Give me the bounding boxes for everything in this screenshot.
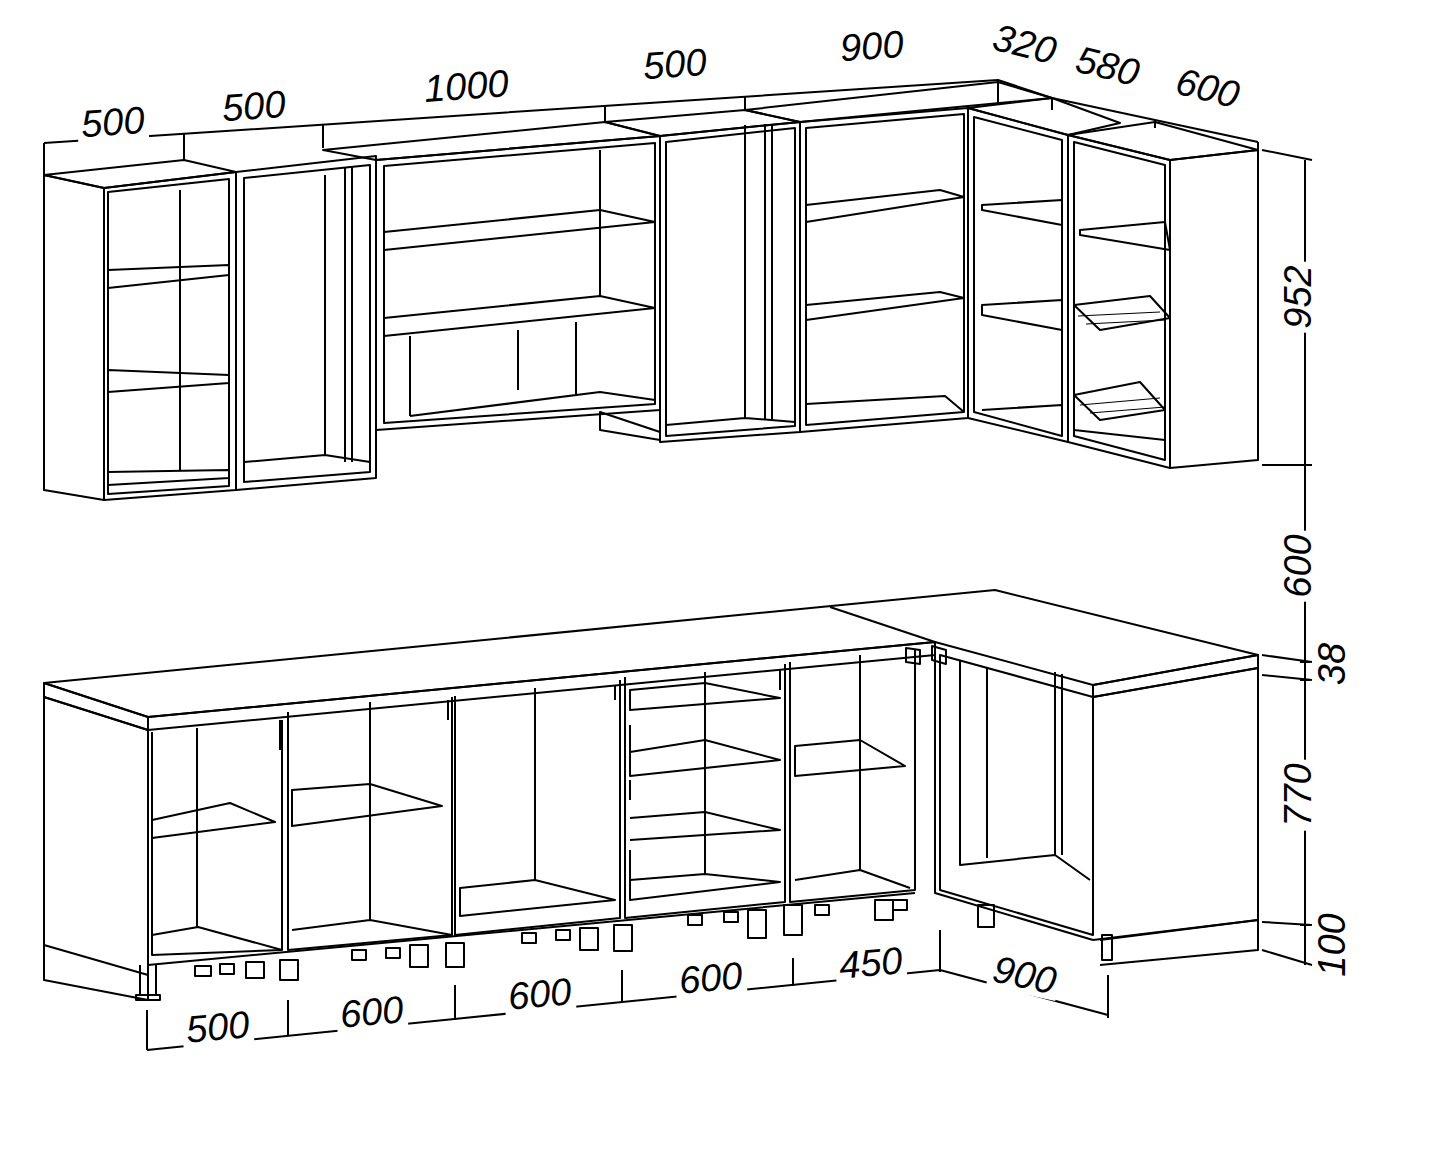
dimension-lines [44, 80, 1312, 1050]
upper-cabinets [44, 82, 1258, 500]
dimension-label: 500 [638, 43, 712, 86]
dimension-label: 500 [217, 85, 291, 128]
dimension-label: 500 [181, 1005, 255, 1049]
dimension-label: 320 [986, 17, 1064, 71]
dimension-label: 38 [1313, 639, 1351, 689]
dimension-label: 1000 [419, 64, 514, 108]
dimension-label: 450 [834, 941, 908, 985]
dimension-label: 600 [1169, 61, 1247, 115]
dimension-label: 900 [986, 949, 1064, 1001]
dimension-label: 580 [1069, 39, 1147, 93]
dimension-label: 600 [335, 990, 409, 1034]
dimension-label: 600 [1279, 530, 1317, 601]
base-cabinets [44, 590, 1258, 1000]
dimension-label: 100 [1313, 909, 1351, 980]
dimension-label: 500 [76, 101, 150, 144]
dimension-label: 952 [1279, 261, 1317, 332]
dimension-label: 900 [835, 25, 909, 68]
dimension-label: 600 [674, 956, 748, 1000]
dimension-label: 600 [503, 972, 577, 1016]
dimension-label: 770 [1279, 759, 1317, 830]
